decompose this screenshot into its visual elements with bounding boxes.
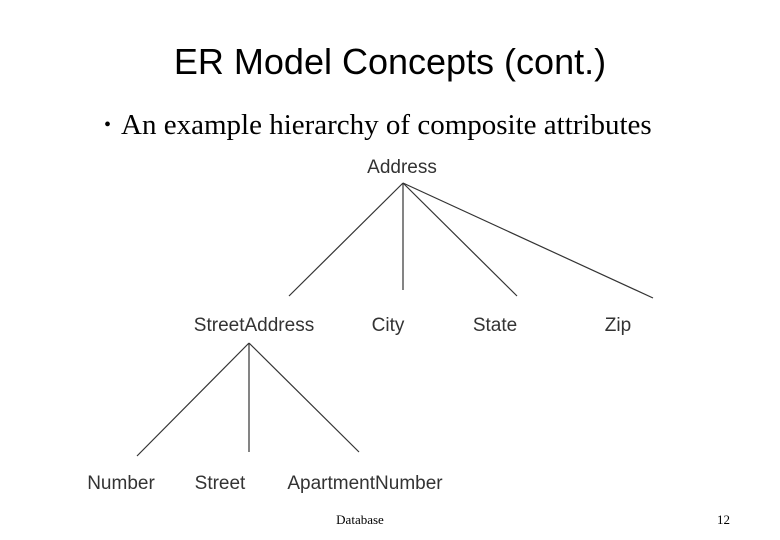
slide-title: ER Model Concepts (cont.) xyxy=(173,41,607,82)
node-street: Street xyxy=(195,473,246,494)
edge-address-zip xyxy=(402,182,654,299)
bullet-item: • An example hierarchy of composite attri… xyxy=(104,107,652,143)
bullet-text: An example hierarchy of composite attrib… xyxy=(121,109,652,141)
edge-address-state xyxy=(402,182,518,297)
node-number: Number xyxy=(87,473,155,494)
node-apartmentnumber: ApartmentNumber xyxy=(287,473,443,494)
footer-label: Database xyxy=(336,512,384,527)
edge-streetaddress-apartmentnumber xyxy=(248,342,360,453)
edge-streetaddress-number xyxy=(136,342,250,457)
node-city: City xyxy=(372,315,405,336)
bullet-dot-icon: • xyxy=(104,114,112,136)
node-zip: Zip xyxy=(605,315,631,336)
node-streetaddress: StreetAddress xyxy=(194,315,314,336)
edge-address-streetaddress xyxy=(288,182,404,297)
page-number: 12 xyxy=(717,512,730,527)
node-state: State xyxy=(473,315,517,336)
node-address: Address xyxy=(367,157,437,178)
